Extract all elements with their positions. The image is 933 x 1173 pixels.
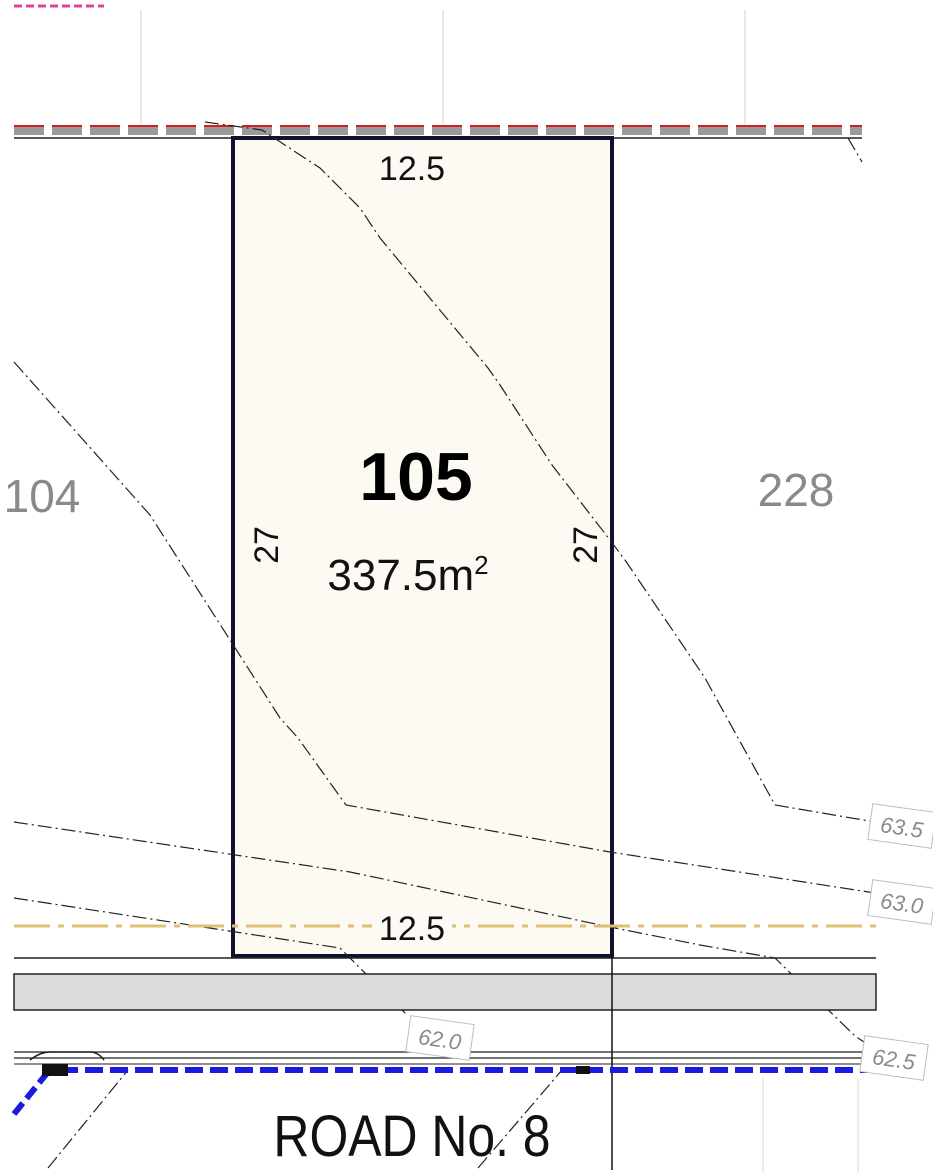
service-pit	[42, 1064, 68, 1076]
depth-left-label: 27	[248, 526, 286, 564]
contour-lower-left	[47, 1069, 129, 1169]
contour-lower-mid	[477, 1069, 563, 1169]
frontage-top-label: 12.5	[379, 150, 445, 188]
lot-105-parcel[interactable]	[231, 136, 614, 958]
lot-area-superscript: 2	[474, 550, 488, 580]
frontage-bottom-label-bg	[372, 906, 452, 944]
lot-area: 337.5m2	[327, 550, 488, 600]
contour-top-right	[847, 137, 863, 163]
contour-62-5	[13, 821, 871, 1047]
contour-label-text: 63.0	[879, 888, 926, 919]
contour-label-text: 62.5	[871, 1044, 918, 1075]
contour-63-5	[204, 121, 876, 823]
neighbour-lot-left: 104	[4, 470, 81, 522]
contour-63-0	[13, 361, 876, 894]
driveway-crossover	[29, 1051, 105, 1061]
frontage-bottom-label: 12.5	[379, 910, 445, 948]
contour-label-63-0: 63.0	[867, 879, 933, 925]
depth-right-label: 27	[567, 526, 605, 564]
road-name: ROAD No. 8	[273, 1105, 550, 1169]
contour-label-63-5: 63.5	[867, 803, 933, 849]
contour-label-62-0: 62.0	[405, 1015, 475, 1061]
service-blue-diagonal	[11, 1070, 51, 1116]
contour-label-text: 63.5	[879, 812, 926, 843]
footpath-strip	[13, 973, 877, 1011]
rear-boundary-band	[14, 124, 862, 139]
service-marker	[576, 1066, 590, 1074]
contour-label-text: 62.0	[417, 1024, 464, 1055]
contour-label-62-5: 62.5	[859, 1035, 929, 1081]
lot-number: 105	[359, 439, 472, 515]
neighbour-lot-right: 228	[758, 464, 835, 516]
lot-area-value: 337.5m	[327, 551, 474, 600]
